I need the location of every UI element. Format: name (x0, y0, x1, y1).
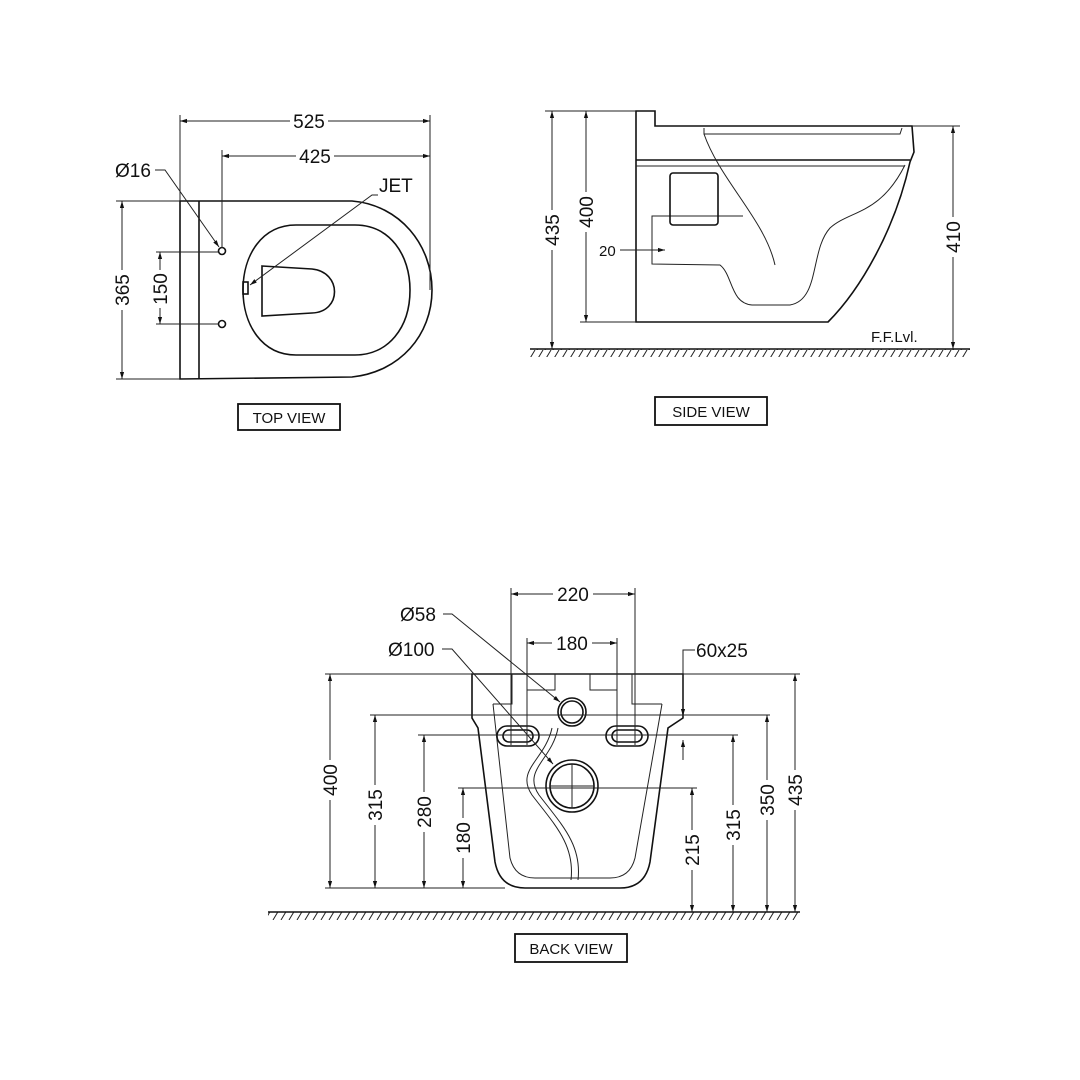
inlet-connector (669, 172, 719, 226)
callout-outlet-dia: Ø100 (388, 640, 434, 661)
floor-hatch (530, 349, 970, 357)
dim-220: 220 (557, 585, 589, 606)
bowl-rim (242, 224, 411, 356)
fixing-hole-bottom (217, 319, 227, 329)
top-view-title: TOP VIEW (253, 410, 327, 427)
dim-425: 425 (299, 147, 331, 168)
leader-jet (249, 194, 378, 286)
dim-315-left: 315 (366, 789, 387, 821)
dim-315-right: 315 (724, 809, 745, 841)
top-view-label-box (237, 403, 341, 431)
dim-350: 350 (758, 784, 779, 816)
side-view: 435 400 410 20 F.F.Lvl. SIDE VIEW (530, 110, 970, 426)
floor-hatch-back (268, 912, 800, 920)
dim-180-back: 180 (454, 822, 475, 854)
outlet-circle (545, 759, 599, 813)
dim-280: 280 (415, 796, 436, 828)
dim-435: 435 (543, 214, 564, 246)
dim-150: 150 (151, 273, 172, 305)
back-view-label-box (514, 933, 628, 963)
fixing-hole-top (217, 246, 227, 256)
floor-level-label: F.F.Lvl. (871, 329, 918, 346)
dim-180-top: 180 (556, 634, 588, 655)
dim-435-back: 435 (786, 774, 807, 806)
dim-20: 20 (599, 243, 616, 260)
callout-inlet-dia: Ø58 (400, 605, 436, 626)
jet-outlet (242, 281, 249, 295)
leader-o58 (443, 613, 561, 703)
inlet-circle (557, 697, 587, 727)
dim-215: 215 (683, 834, 704, 866)
flush-pipe (526, 727, 573, 881)
bowl-opening (261, 265, 336, 317)
callout-slot-size: 60x25 (696, 641, 748, 662)
dim-365: 365 (113, 274, 134, 306)
leader-60x25 (680, 649, 695, 716)
leader-o16 (155, 169, 220, 248)
dim-410: 410 (944, 221, 965, 253)
back-view-outline (471, 673, 684, 889)
side-view-label-box (654, 396, 768, 426)
side-view-title: SIDE VIEW (672, 404, 750, 421)
inner-body-line (492, 703, 663, 879)
callout-jet: JET (379, 176, 413, 197)
side-view-outline (635, 110, 915, 323)
callout-hole-dia: Ø16 (115, 161, 151, 182)
slot-left (496, 725, 540, 747)
leader-o100 (442, 648, 554, 765)
trap-outline (651, 164, 906, 306)
top-view-outline (179, 200, 433, 380)
back-view: 220 180 Ø58 Ø100 60x25 400 315 280 180 2… (268, 585, 807, 963)
back-view-title: BACK VIEW (529, 941, 613, 958)
dim-400-back: 400 (321, 764, 342, 796)
bowl-inner-curve (703, 133, 776, 266)
dim-400: 400 (577, 196, 598, 228)
dim-525: 525 (293, 112, 325, 133)
top-view: 525 425 365 150 Ø16 JET TOP VIEW (112, 112, 433, 431)
slot-right (605, 725, 649, 747)
